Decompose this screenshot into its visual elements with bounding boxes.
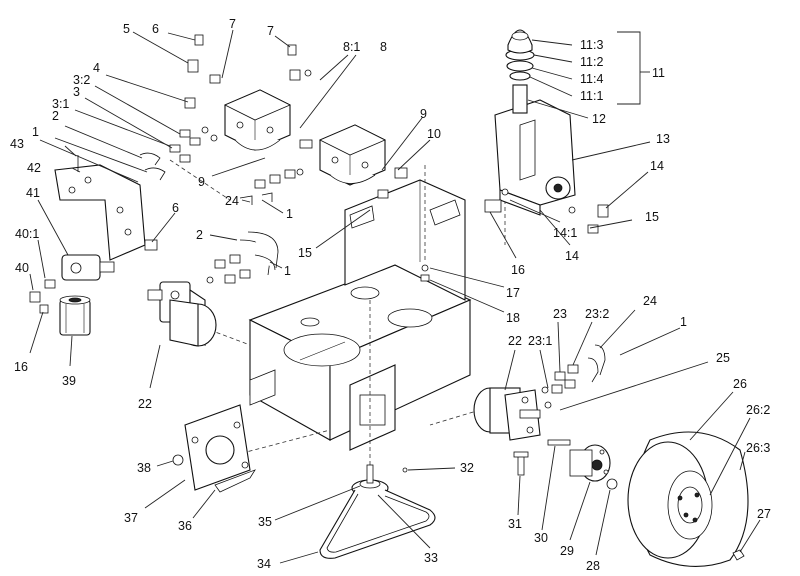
- callout-15: 15: [645, 210, 659, 224]
- left-valve-body: [224, 89, 291, 151]
- callout-35: 35: [258, 515, 272, 529]
- callout-23-2: 23:2: [585, 307, 609, 321]
- callout-18: 18: [506, 311, 520, 325]
- hub-key: [547, 439, 571, 446]
- callout-15: 15: [298, 246, 312, 260]
- callout-7: 7: [267, 24, 274, 38]
- callout-2: 2: [52, 109, 59, 123]
- callout-26: 26: [733, 377, 747, 391]
- callout-25: 25: [716, 351, 730, 365]
- leader-lines: [29, 29, 761, 564]
- callout-5: 5: [123, 22, 130, 36]
- callout-11: 11: [652, 66, 665, 80]
- callout-27: 27: [757, 507, 771, 521]
- callout-8-1: 8:1: [343, 40, 360, 54]
- lug-nut: [732, 549, 745, 561]
- callout-14: 14: [565, 249, 579, 263]
- callout-43: 43: [10, 137, 24, 151]
- callout-13: 13: [656, 132, 670, 146]
- hydraulic-filter: [59, 295, 91, 336]
- callout-33: 33: [424, 551, 438, 565]
- callout-23: 23: [553, 307, 567, 321]
- callout-34: 34: [257, 557, 271, 571]
- callout-23-1: 23:1: [528, 334, 552, 348]
- callout-3-2: 3:2: [73, 73, 90, 87]
- callout-22: 22: [138, 397, 152, 411]
- callout-6: 6: [172, 201, 179, 215]
- callout-24: 24: [225, 194, 239, 208]
- callout-30: 30: [534, 531, 548, 545]
- callout-12: 12: [592, 112, 606, 126]
- motor-mount-plate: [184, 404, 256, 493]
- right-hydraulic-motor: [473, 387, 541, 441]
- callout-22: 22: [508, 334, 522, 348]
- callout-8: 8: [380, 40, 387, 54]
- callout-17: 17: [506, 286, 520, 300]
- callout-11-2: 11:2: [580, 55, 603, 69]
- callout-24: 24: [643, 294, 657, 308]
- wheel-hub: [569, 444, 611, 482]
- callout-26-3: 26:3: [746, 441, 770, 455]
- callout-39: 39: [62, 374, 76, 388]
- callout-16: 16: [14, 360, 28, 374]
- callout-41: 41: [26, 186, 40, 200]
- callout-26-2: 26:2: [746, 403, 770, 417]
- main-frame: [248, 179, 472, 451]
- callout-6: 6: [152, 22, 159, 36]
- hub-bolt: [513, 451, 529, 476]
- callout-3-1: 3:1: [52, 97, 69, 111]
- callout-31: 31: [508, 517, 522, 531]
- callout-16: 16: [511, 263, 525, 277]
- callout-37: 37: [124, 511, 138, 525]
- callout-9: 9: [198, 175, 205, 189]
- callout-1: 1: [32, 125, 39, 139]
- callout-28: 28: [586, 559, 600, 573]
- callout-labels: 5 6 7 7 8:1 8 4 3:2 3 3:1 2 1 43 42 41 4…: [10, 17, 771, 573]
- callout-11-1: 11:1: [580, 89, 603, 103]
- hoses-and-fittings: [29, 34, 609, 473]
- callout-4: 4: [93, 61, 100, 75]
- callout-11-3: 11:3: [580, 38, 603, 52]
- right-valve-body: [319, 124, 386, 186]
- drive-belt: [319, 489, 436, 559]
- callout-11-4: 11:4: [580, 72, 603, 86]
- callout-29: 29: [560, 544, 574, 558]
- callout-42: 42: [27, 161, 41, 175]
- hydraulic-tank: [494, 29, 576, 216]
- assembly-centerlines: [169, 159, 506, 470]
- callout-1: 1: [286, 207, 293, 221]
- left-hydraulic-motor: [147, 281, 217, 347]
- callout-9: 9: [420, 107, 427, 121]
- callout-3: 3: [73, 85, 80, 99]
- callout-40-1: 40:1: [15, 227, 39, 241]
- callout-7: 7: [229, 17, 236, 31]
- callout-32: 32: [460, 461, 474, 475]
- callout-2: 2: [196, 228, 203, 242]
- callout-1: 1: [284, 264, 291, 278]
- callout-1: 1: [680, 315, 687, 329]
- callout-40: 40: [15, 261, 29, 275]
- hub-nut: [606, 478, 618, 490]
- callout-14: 14: [650, 159, 664, 173]
- callout-10: 10: [427, 127, 441, 141]
- callout-38: 38: [137, 461, 151, 475]
- callout-36: 36: [178, 519, 192, 533]
- filter-head: [61, 254, 115, 281]
- callout-14-1: 14:1: [553, 226, 577, 240]
- wheel-assembly: [627, 431, 749, 567]
